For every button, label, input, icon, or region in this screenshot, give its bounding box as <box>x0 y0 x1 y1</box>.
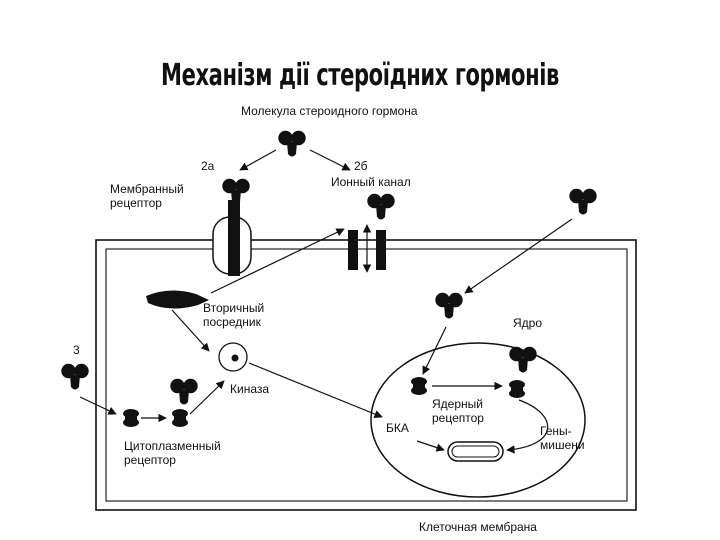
path-2b-label: 2б <box>354 159 368 173</box>
arrow-path-3 <box>79 396 117 415</box>
second-messenger-label-2: посредник <box>203 315 261 329</box>
cell-membrane-outer <box>95 239 637 511</box>
cytoplasmic-receptor-free <box>123 409 139 427</box>
target-genes-label-2: мишени <box>540 438 585 452</box>
dna-label: БКА <box>386 421 409 435</box>
arrow-dna-label <box>416 440 445 452</box>
nuclear-receptor-bound <box>509 380 525 398</box>
dna-inner <box>451 445 500 458</box>
cytoplasmic-receptor-label-1: Цитоплазменный <box>124 439 221 453</box>
ion-channel-right <box>376 230 386 270</box>
nuclear-receptor-label-2: рецептор <box>432 411 484 425</box>
ion-channel-hormone <box>367 193 395 220</box>
arrow-to-target-genes <box>506 399 549 454</box>
cytoplasmic-receptor-bound <box>172 409 188 427</box>
arrow-receptor-to-kinase <box>189 380 225 415</box>
nucleus-label: Ядро <box>513 316 543 330</box>
path-3-label: 3 <box>73 343 80 357</box>
cell-membrane-label: Клеточная мембрана <box>419 520 537 534</box>
arrow-entering-hormone <box>464 218 573 294</box>
ion-channel-label: Ионный канал <box>331 175 411 189</box>
arrow-kinase-to-dna <box>248 362 383 419</box>
kinase-label: Киназа <box>230 382 270 396</box>
arrow-to-kinase <box>171 309 210 352</box>
membrane-receptor-core <box>228 200 240 276</box>
dna-outer <box>447 441 504 462</box>
ion-channel-left <box>348 230 358 270</box>
membrane-receptor-label-2: рецептор <box>110 196 162 210</box>
cell-membrane-inner <box>105 248 628 502</box>
membrane-receptor-label-1: Мембранный <box>110 182 184 196</box>
hormone-molecule-label: Молекула стероидного гормона <box>241 104 418 118</box>
page-title: Механізм дії стероїдних гормонів <box>161 58 559 93</box>
arrow-2b <box>309 149 351 171</box>
steroid-hormone-molecule <box>278 130 306 157</box>
second-messenger-shape <box>146 290 209 309</box>
arrow-into-nucleus <box>422 326 447 375</box>
entering-hormone <box>569 188 597 215</box>
path-3-hormone <box>61 363 89 390</box>
nuclear-receptor-label-1: Ядерный <box>432 397 483 411</box>
path-2a-label: 2а <box>201 159 215 173</box>
cytoplasm-hormone <box>435 292 463 319</box>
kinase-center <box>231 354 239 362</box>
nucleus <box>370 342 586 498</box>
arrow-2a <box>239 149 277 171</box>
second-messenger-label-1: Вторичный <box>203 301 265 315</box>
arrow-to-ion-channel <box>210 228 345 294</box>
nuclear-receptor-free <box>411 377 427 395</box>
cytoplasmic-receptor-hormone <box>170 378 198 405</box>
cytoplasmic-receptor-label-2: рецептор <box>124 453 176 467</box>
target-genes-label-1: Гены- <box>540 424 572 438</box>
